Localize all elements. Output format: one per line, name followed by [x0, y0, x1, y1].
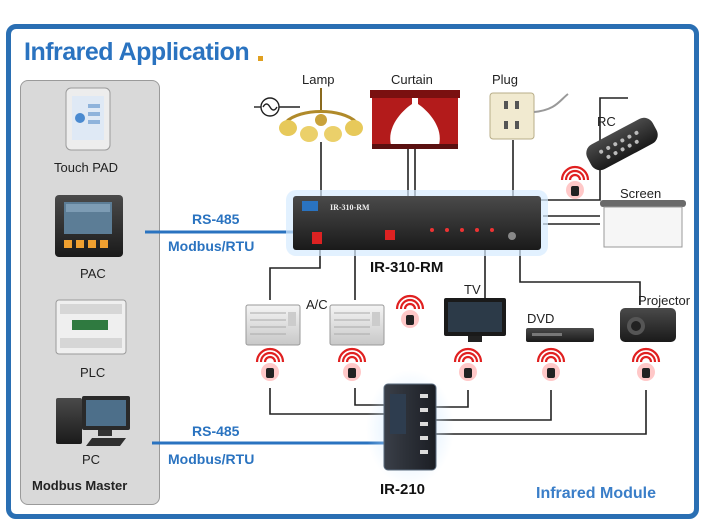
outer-frame	[6, 24, 699, 519]
tv-icon	[444, 298, 506, 342]
ac-unit-icon	[329, 304, 385, 346]
ir-emitter-icon	[453, 347, 483, 381]
ir-emitter-icon	[560, 165, 590, 199]
ac-unit-icon	[245, 304, 301, 346]
ir-emitter-icon	[255, 347, 285, 381]
rs485-top-label: RS-485	[192, 211, 240, 227]
projector-icon	[620, 308, 676, 342]
controller-panel-text: IR-310-RM	[330, 203, 370, 212]
ac-label: A/C	[306, 297, 328, 312]
diagram-title: Infrared Application	[24, 38, 250, 66]
ir-210-module	[366, 370, 454, 486]
pc-icon	[56, 396, 130, 446]
modbus-master-label: Modbus Master	[32, 478, 128, 493]
curtain-icon	[370, 90, 460, 149]
title-accent	[258, 56, 263, 61]
tv-label: TV	[464, 282, 481, 297]
pac-icon	[55, 195, 123, 257]
dvd-label: DVD	[527, 311, 555, 326]
screen-label: Screen	[620, 186, 662, 201]
lamp-label: Lamp	[302, 72, 335, 87]
ir-emitters	[255, 165, 661, 381]
plc-label: PLC	[80, 365, 106, 380]
ir-emitter-icon	[395, 294, 425, 328]
plug-icon	[489, 92, 569, 140]
ir-310-rm-label: IR-310-RM	[370, 259, 444, 276]
lamp-icon	[254, 88, 363, 142]
rs485-bus-lines	[145, 230, 385, 445]
pac-label: PAC	[80, 266, 106, 281]
ir-emitter-icon	[631, 347, 661, 381]
projector-label: Projector	[638, 293, 691, 308]
modbus-master-panel	[20, 80, 160, 505]
ir-210-label: IR-210	[380, 481, 426, 498]
rc-label: RC	[597, 114, 616, 129]
ir-emitter-icon	[337, 347, 367, 381]
modbus-rtu-bottom-label: Modbus/RTU	[168, 451, 255, 467]
dvd-player-icon	[526, 328, 594, 342]
touch-pad-label: Touch PAD	[54, 160, 119, 175]
pc-label: PC	[82, 452, 101, 467]
plug-label: Plug	[492, 72, 519, 87]
plc-icon	[55, 299, 127, 355]
touch-pad-icon	[65, 87, 111, 151]
infrared-module-label: Infrared Module	[536, 485, 657, 502]
rc-remote-icon	[586, 117, 658, 171]
modbus-rtu-top-label: Modbus/RTU	[168, 238, 255, 254]
ir-emitter-icon	[536, 347, 566, 381]
ir-310-rm-controller	[286, 190, 548, 256]
curtain-label: Curtain	[391, 72, 433, 87]
projection-screen-icon	[600, 200, 686, 248]
rs485-bottom-label: RS-485	[192, 423, 240, 439]
